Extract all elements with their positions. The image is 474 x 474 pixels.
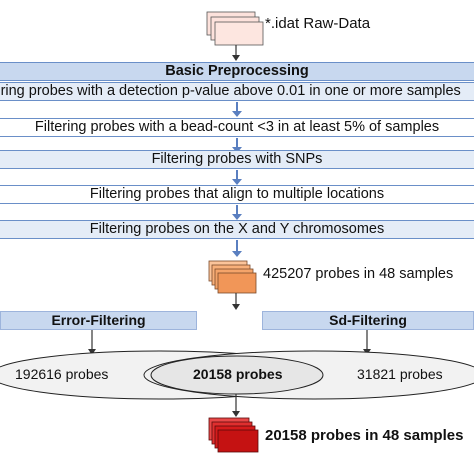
- step-multiple-locations: Filtering probes that align to multiple …: [0, 185, 474, 204]
- raw-data-label: *.idat Raw-Data: [265, 15, 371, 32]
- raw-file-stack-icon: [206, 11, 264, 46]
- venn-diagram: [0, 350, 474, 400]
- venn-right-count: 31821 probes: [357, 366, 443, 382]
- final-count: 20158 probes in 48 samples: [265, 427, 464, 444]
- venn-center-count: 20158 probes: [193, 366, 283, 382]
- step-xy-chromosomes: Filtering probes on the X and Y chromoso…: [0, 220, 474, 239]
- step-arrow-5: [232, 240, 242, 257]
- error-filtering-band: Error-Filtering: [0, 311, 197, 330]
- preprocessing-header: Basic Preprocessing: [0, 62, 474, 81]
- step-arrow-2: [232, 138, 242, 153]
- step-detection-pvalue: Filtering probes with a detection p-valu…: [0, 82, 474, 101]
- step-arrow-4: [232, 205, 242, 220]
- arrow-error-to-venn: [88, 330, 96, 355]
- step-arrow-1: [232, 102, 242, 117]
- step-label: Filtering probes with a detection p-valu…: [0, 83, 461, 99]
- step-bead-count: Filtering probes with a bead-count <3 in…: [0, 118, 474, 137]
- arrow-stack-to-filters: [232, 293, 240, 310]
- after-preprocessing-count: 425207 probes in 48 samples: [263, 266, 454, 282]
- arrow-raw-to-preprocessing: [232, 45, 240, 61]
- arrow-sd-to-venn: [363, 330, 371, 355]
- step-arrow-3: [232, 170, 242, 185]
- arrow-venn-to-final: [232, 394, 240, 417]
- preprocessed-file-stack-icon: [208, 260, 257, 294]
- sd-filtering-band: Sd-Filtering: [262, 311, 474, 330]
- venn-left-count: 192616 probes: [15, 366, 109, 382]
- final-file-stack-icon: [208, 417, 259, 453]
- step-snps: Filtering probes with SNPs: [0, 150, 474, 169]
